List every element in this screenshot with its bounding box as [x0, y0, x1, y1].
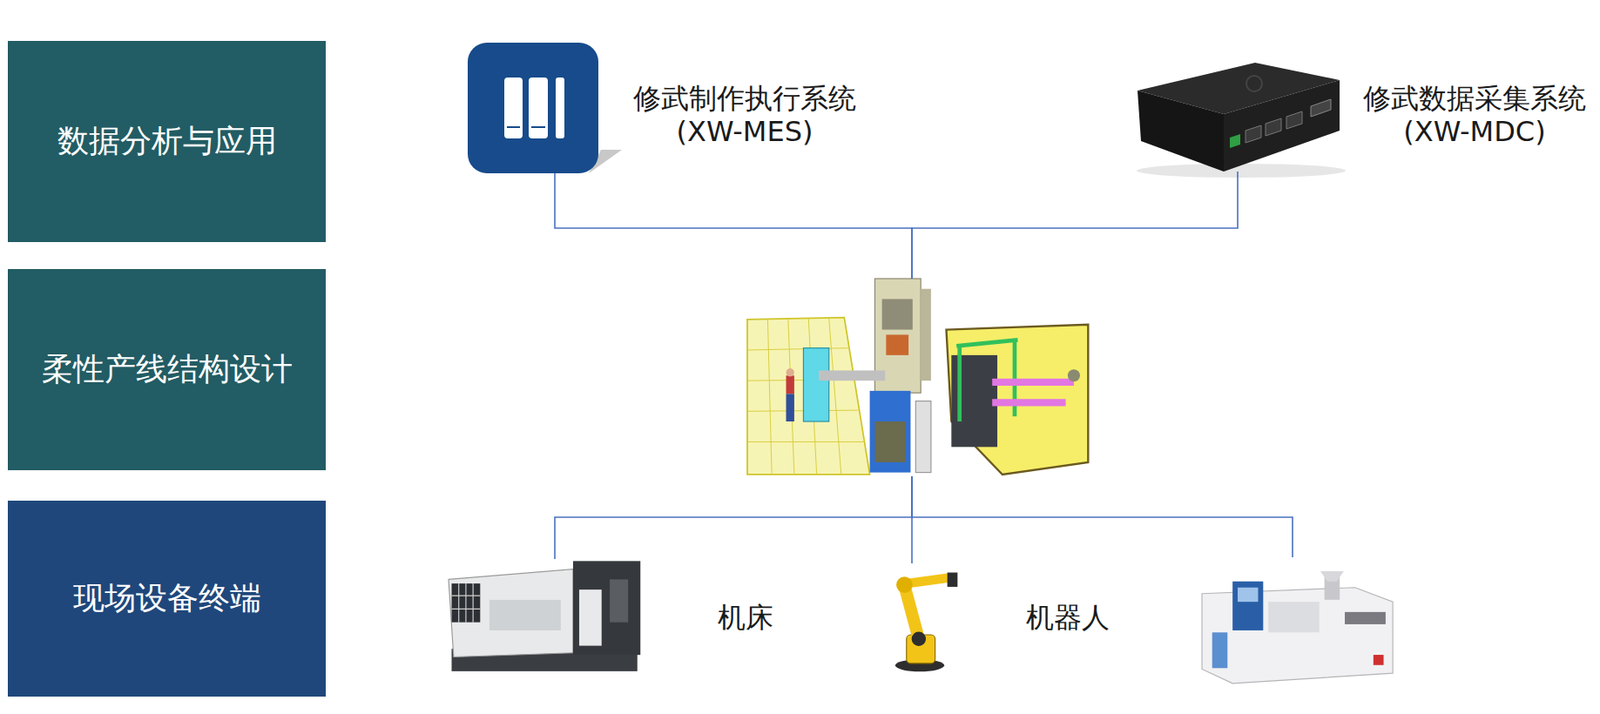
connector-line — [554, 476, 912, 560]
robot-picture — [895, 573, 958, 673]
layer-band: 数据分析与应用 — [7, 40, 326, 243]
mes-icon — [467, 42, 622, 174]
injection-machine-picture — [1201, 571, 1393, 684]
mdc-device — [1136, 62, 1346, 178]
node-label: 机床 — [706, 600, 785, 635]
production-line-node — [747, 278, 1088, 477]
node-label: 机器人 — [1011, 600, 1125, 635]
system-node: 修武制作执行系统 (XW-MES) — [467, 42, 599, 174]
layer-title: 数据分析与应用 — [57, 120, 277, 163]
node-label: 修武制作执行系统 (XW-MES) — [622, 81, 867, 149]
production-line-render — [747, 278, 1088, 477]
equipment-node: 机器人 — [884, 563, 959, 672]
connector-line — [554, 173, 912, 279]
connector-line — [911, 171, 1238, 279]
lathe-picture — [448, 560, 641, 672]
layer-band: 柔性产线结构设计 — [7, 269, 326, 471]
node-label: 修武数据采集系统 (XW-MDC) — [1360, 81, 1589, 149]
equipment-node — [1201, 557, 1394, 684]
system-node: 修武数据采集系统 (XW-MDC) — [1137, 60, 1340, 172]
layer-title: 现场设备终端 — [73, 577, 262, 621]
connector-line — [911, 476, 1293, 558]
layer-band: 现场设备终端 — [7, 500, 326, 697]
equipment-node: 机床 — [448, 559, 642, 676]
layer-title: 柔性产线结构设计 — [41, 348, 293, 392]
